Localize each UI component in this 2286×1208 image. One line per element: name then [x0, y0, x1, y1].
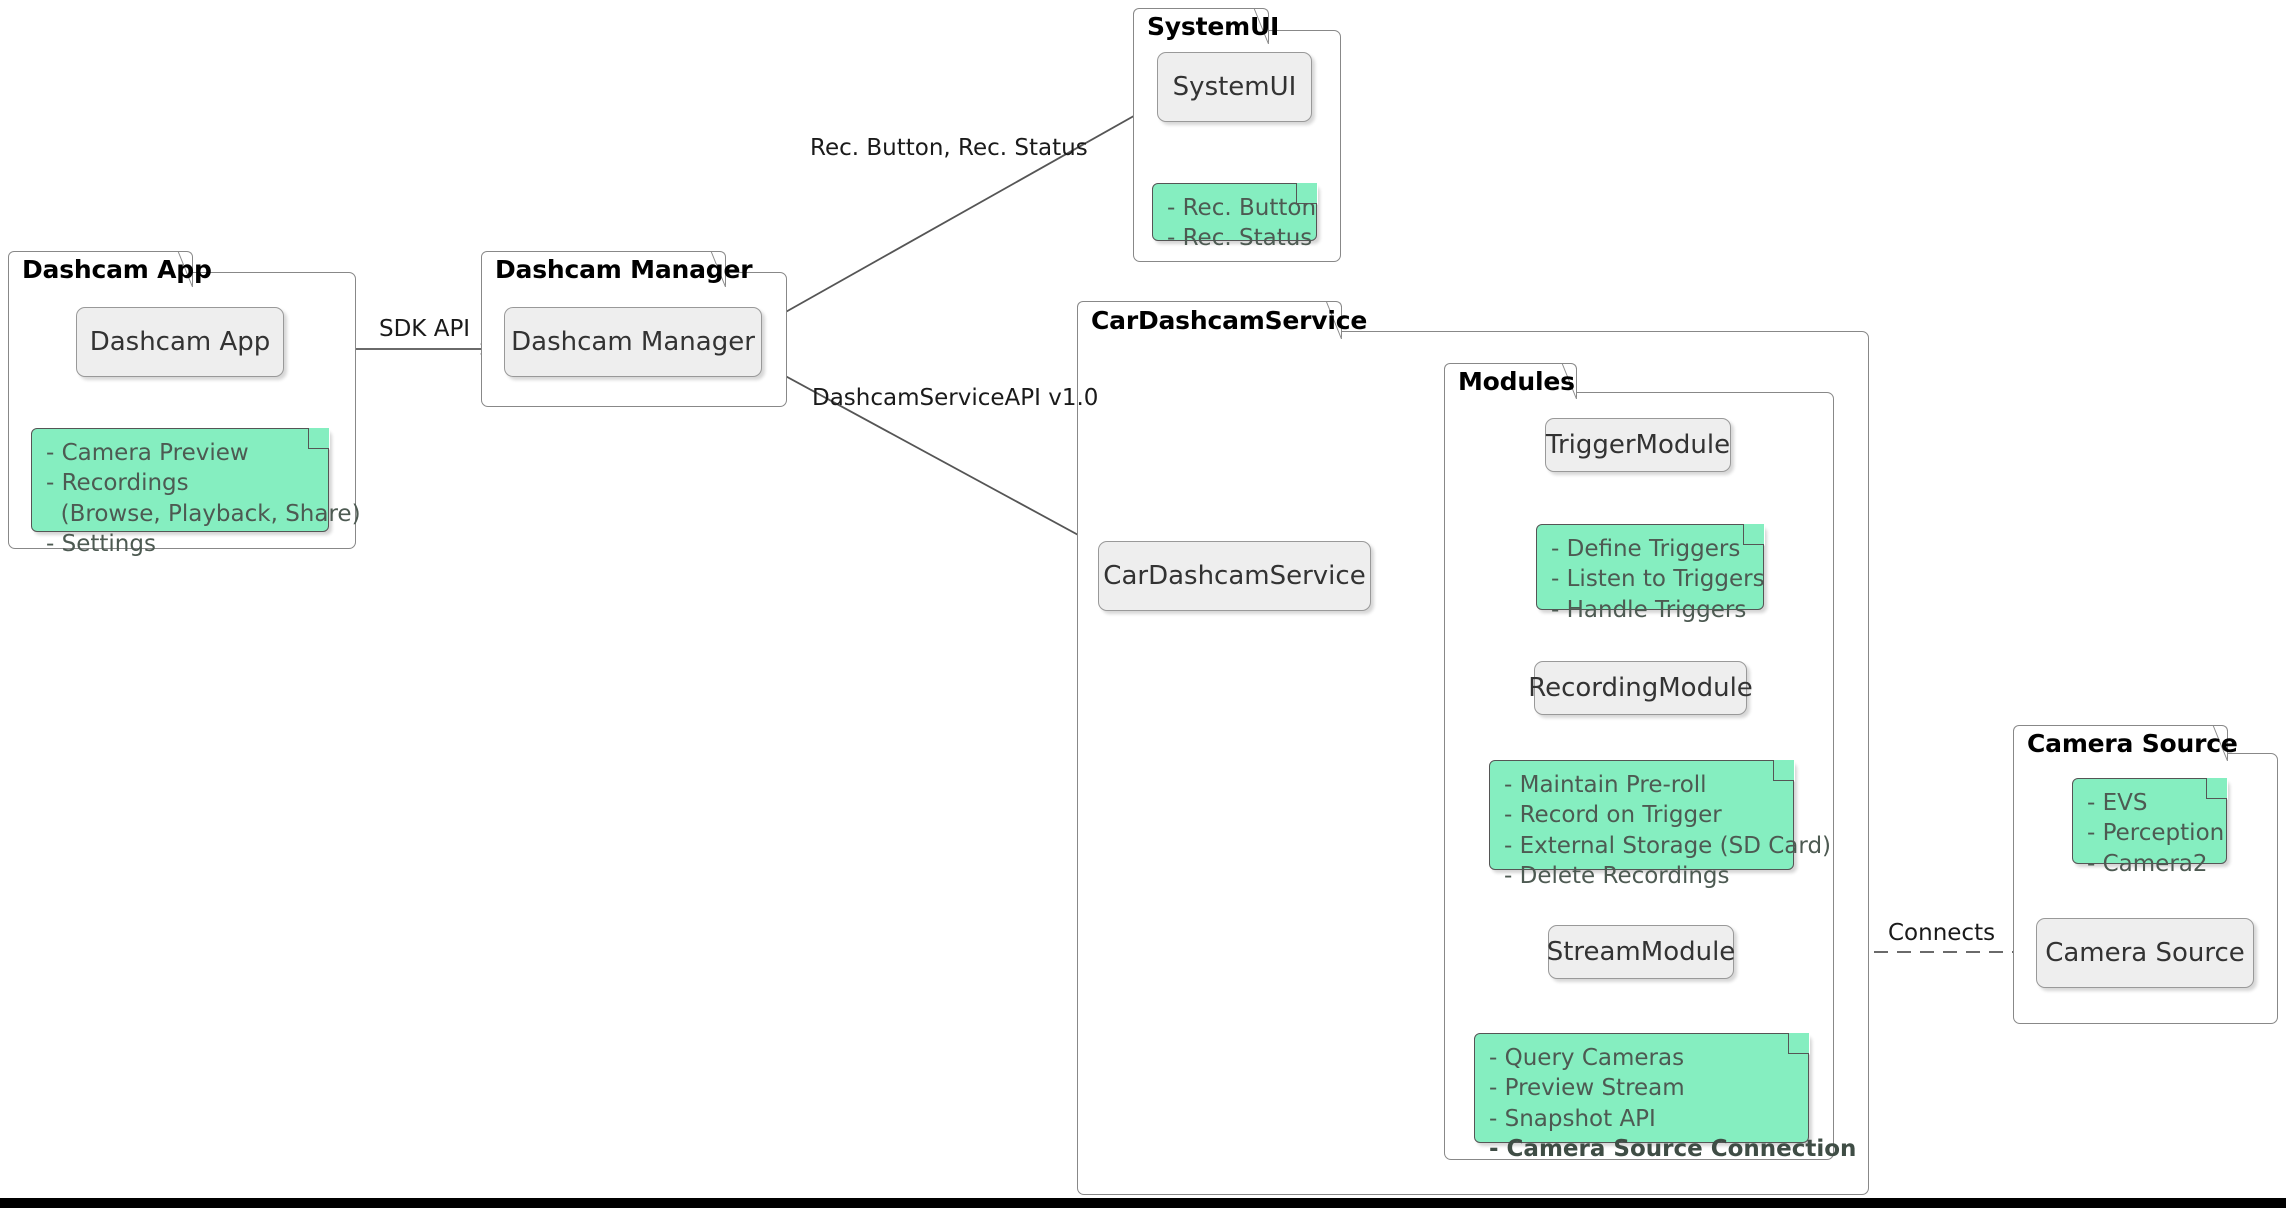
package-camera-source-title: Camera Source — [2027, 729, 2238, 758]
note-line: - Listen to Triggers — [1551, 566, 1765, 593]
note-system-ui: - Rec. Button - Rec. Status — [1152, 182, 1318, 251]
note-line: - Camera2 — [2087, 850, 2208, 877]
package-dashcam-manager-title: Dashcam Manager — [495, 255, 753, 284]
component-stream-module[interactable]: StreamModule — [1547, 925, 1735, 979]
note-line: - Camera Source Connection — [1489, 1136, 1857, 1163]
note-fold-icon — [308, 428, 329, 449]
component-stream-module-label: StreamModule — [1546, 937, 1736, 967]
note-fold-icon — [2206, 778, 2227, 799]
component-recording-module-label: RecordingModule — [1528, 673, 1753, 703]
package-camera-source-tab: Camera Source — [2013, 725, 2238, 761]
note-line: - EVS — [2087, 790, 2148, 816]
package-car-dashcam-service-title: CarDashcamService — [1091, 306, 1368, 335]
note-line: - Handle Triggers — [1551, 596, 1747, 623]
component-camera-source[interactable]: Camera Source — [2036, 918, 2254, 988]
edge-label-dashcam-service-api: DashcamServiceAPI v1.0 — [812, 385, 1099, 411]
package-dashcam-app-title: Dashcam App — [22, 255, 212, 284]
note-line: - External Storage (SD Card) — [1504, 832, 1832, 859]
note-line: (Browse, Playback, Share) — [46, 500, 361, 527]
edge-manager-to-service — [777, 371, 1094, 544]
note-line: - Camera Preview — [46, 440, 249, 466]
component-system-ui[interactable]: SystemUI — [1157, 52, 1312, 122]
component-trigger-module-label: TriggerModule — [1545, 430, 1731, 460]
note-stream-module: - Query Cameras - Preview Stream - Snaps… — [1474, 1032, 1856, 1162]
note-line: - Query Cameras — [1489, 1045, 1685, 1071]
note-line: - Define Triggers — [1551, 536, 1741, 562]
note-line: - Preview Stream — [1489, 1075, 1685, 1102]
edge-label-connects: Connects — [1888, 920, 1996, 946]
component-car-dashcam-service-label: CarDashcamService — [1103, 561, 1366, 591]
note-recording-module: - Maintain Pre-roll - Record on Trigger … — [1489, 759, 1832, 889]
note-line: - Rec. Status — [1167, 225, 1313, 252]
note-line: - Delete Recordings — [1504, 863, 1730, 890]
component-system-ui-label: SystemUI — [1172, 72, 1297, 102]
package-system-ui-tab: SystemUI — [1133, 8, 1279, 44]
component-recording-module[interactable]: RecordingModule — [1528, 661, 1753, 715]
edge-label-rec-button-rec-status: Rec. Button, Rec. Status — [810, 135, 1088, 161]
note-line: - Maintain Pre-roll — [1504, 772, 1707, 798]
package-dashcam-manager-tab: Dashcam Manager — [481, 251, 753, 287]
note-line: - Perception — [2087, 820, 2225, 847]
note-trigger-module: - Define Triggers - Listen to Triggers -… — [1536, 523, 1765, 623]
package-dashcam-app-tab: Dashcam App — [8, 251, 212, 287]
bottom-bar — [0, 1198, 2286, 1208]
note-line: - Recordings — [46, 470, 189, 497]
component-dashcam-manager[interactable]: Dashcam Manager — [504, 307, 762, 377]
note-line: - Rec. Button — [1167, 195, 1317, 221]
note-fold-icon — [1743, 524, 1764, 545]
note-fold-icon — [1788, 1033, 1809, 1054]
component-dashcam-app-label: Dashcam App — [89, 327, 271, 357]
component-car-dashcam-service[interactable]: CarDashcamService — [1098, 541, 1371, 611]
note-dashcam-app: - Camera Preview - Recordings (Browse, P… — [31, 427, 361, 557]
component-dashcam-app[interactable]: Dashcam App — [76, 307, 284, 377]
component-camera-source-label: Camera Source — [2045, 938, 2245, 968]
package-modules-title: Modules — [1458, 367, 1575, 396]
note-fold-icon — [1296, 183, 1317, 204]
note-line: - Settings — [46, 531, 156, 558]
component-trigger-module[interactable]: TriggerModule — [1545, 418, 1731, 472]
edge-label-sdk-api: SDK API — [379, 316, 471, 342]
package-modules-tab: Modules — [1444, 363, 1577, 399]
package-system-ui-title: SystemUI — [1147, 12, 1280, 41]
note-line: - Record on Trigger — [1504, 802, 1722, 829]
note-fold-icon — [1773, 760, 1794, 781]
component-dashcam-manager-label: Dashcam Manager — [511, 327, 755, 357]
package-car-dashcam-service-tab: CarDashcamService — [1077, 301, 1367, 339]
note-line: - Snapshot API — [1489, 1105, 1656, 1132]
edge-manager-to-systemui — [774, 107, 1149, 319]
note-camera-source: - EVS - Perception - Camera2 — [2072, 777, 2228, 877]
